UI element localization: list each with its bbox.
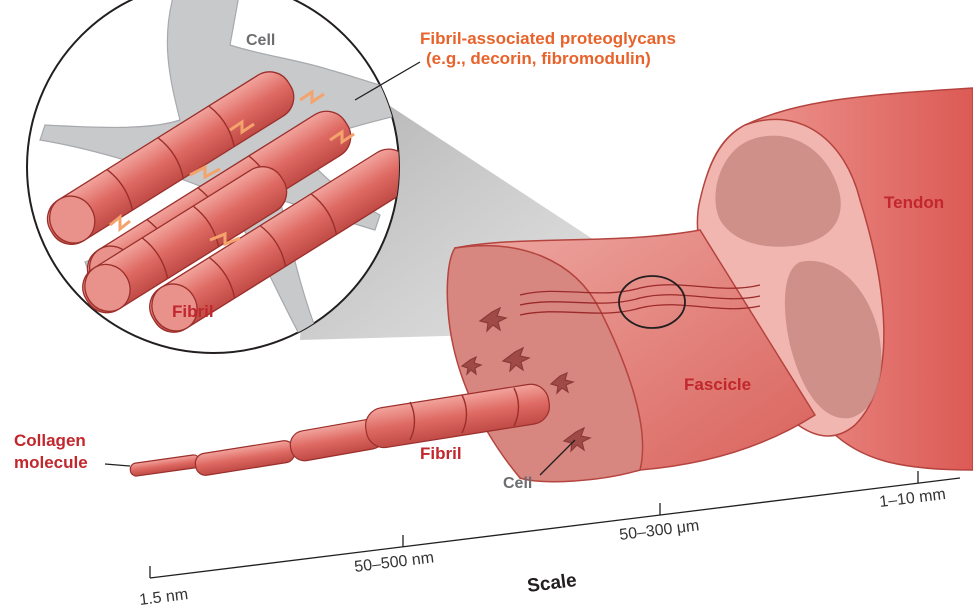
label-proteoglycans-line1: Fibril-associated proteoglycans — [420, 29, 676, 48]
collagen-leader — [105, 464, 130, 466]
label-fibril-inset: Fibril — [172, 302, 214, 321]
scale-label-1: 1.5 nm — [138, 586, 189, 609]
collagen-molecule-rod — [130, 454, 201, 477]
label-proteoglycans-line2: (e.g., decorin, fibromodulin) — [426, 49, 651, 68]
scale-label-3: 50–300 μm — [618, 517, 700, 544]
scale-axis: 1.5 nm 50–500 nm 50–300 μm 1–10 mm Scale — [138, 471, 960, 609]
label-cell-bottom: Cell — [503, 475, 532, 492]
scale-line — [150, 478, 960, 578]
fibril-progression — [130, 382, 552, 477]
label-collagen-line2: molecule — [14, 453, 88, 472]
label-tendon: Tendon — [884, 193, 944, 212]
label-fibril-main: Fibril — [420, 444, 462, 463]
scale-label-2: 50–500 nm — [353, 549, 435, 576]
scale-title: Scale — [526, 570, 578, 597]
label-collagen-line1: Collagen — [14, 431, 86, 450]
scale-label-4: 1–10 mm — [878, 486, 946, 511]
label-fascicle: Fascicle — [684, 375, 751, 394]
label-cell-top: Cell — [246, 32, 275, 49]
fibril-segment-1 — [194, 439, 296, 476]
